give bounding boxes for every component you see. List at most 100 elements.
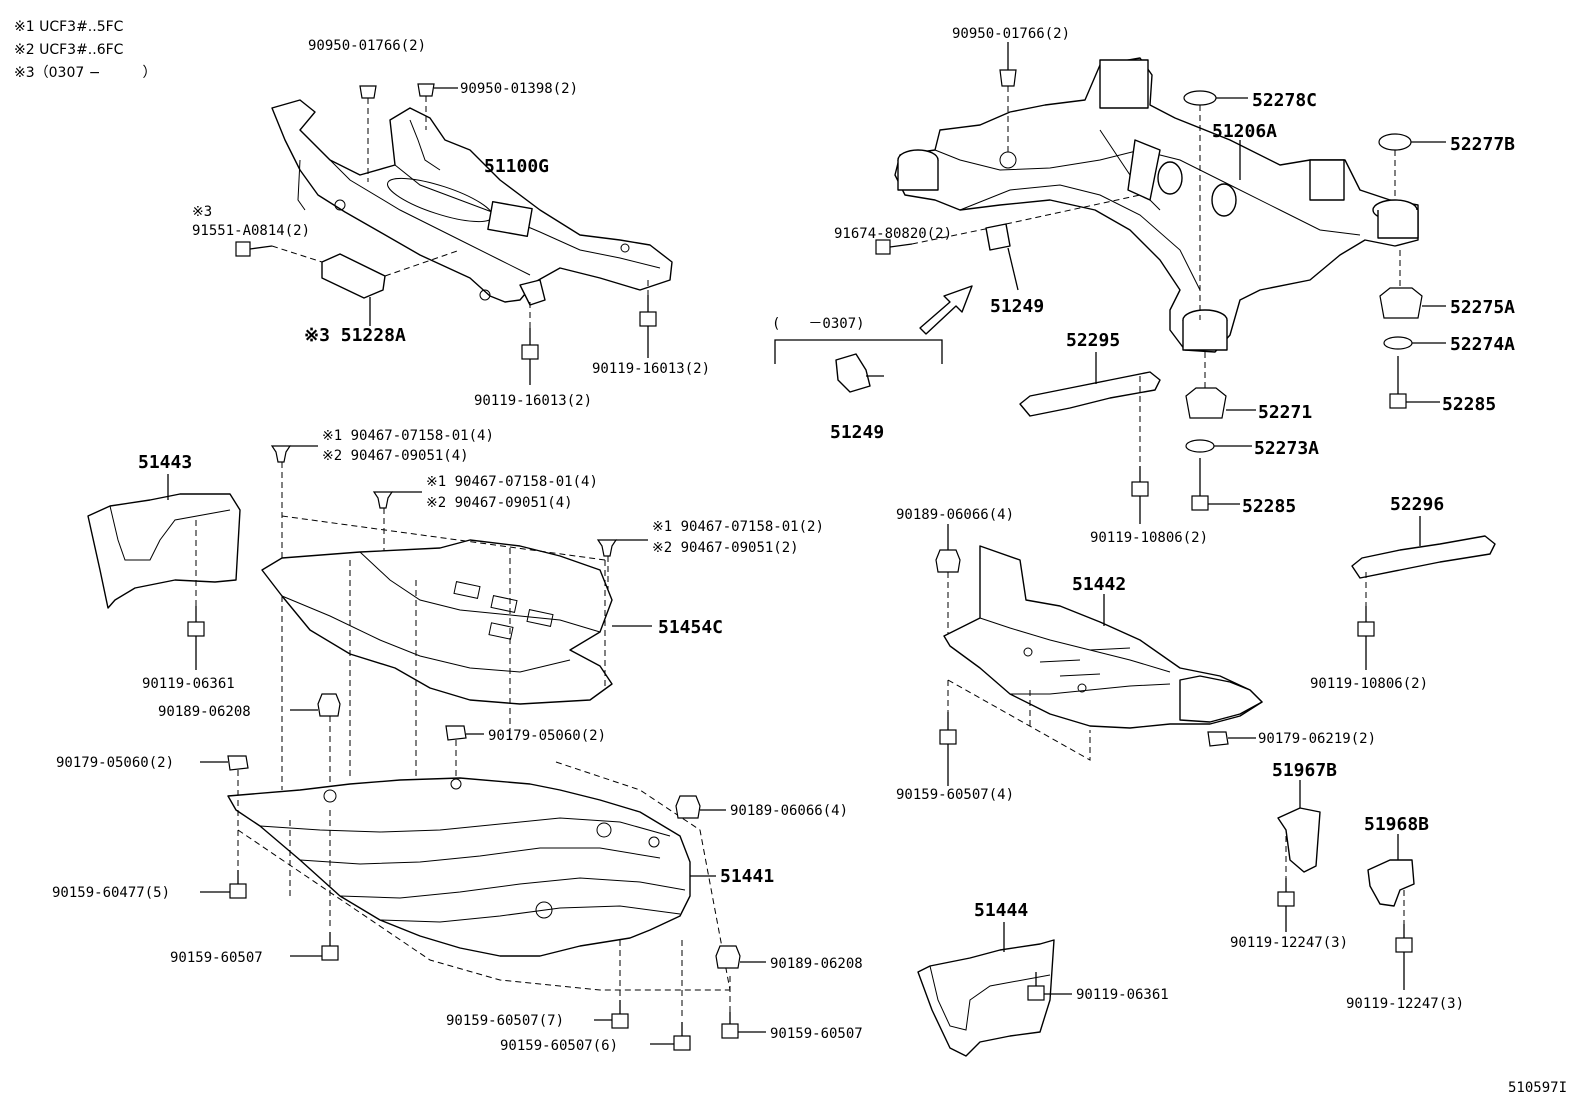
arm-52295[interactable] — [1019, 371, 1161, 417]
label-51967b: 51967B — [1272, 760, 1337, 781]
label-90119-16013-center: 90119-16013(2) — [474, 393, 592, 409]
label-90119-06361-right: 90119-06361 — [1076, 987, 1169, 1003]
label-clip2-c: ※2 90467-09051(2) — [652, 540, 799, 556]
label-clip2-b: ※2 90467-09051(4) — [426, 495, 573, 511]
dash-line — [555, 761, 731, 991]
label-51206a: 51206A — [1212, 121, 1277, 142]
label-51249-top: 51249 — [990, 296, 1044, 317]
label-51454c: 51454C — [658, 617, 723, 638]
note-3: ※3（0307 − ） — [14, 65, 156, 81]
label-51100g: 51100G — [484, 156, 549, 177]
range-bracket — [774, 339, 943, 364]
retainer-90189-06208-b[interactable] — [715, 945, 741, 969]
washer-52273a[interactable] — [1185, 439, 1215, 453]
leader — [1007, 247, 1019, 291]
label-90950-01766-rear: 90950-01766(2) — [952, 26, 1070, 42]
label-90159-60507-4: 90159-60507(4) — [896, 787, 1014, 803]
bolt-90159-60477[interactable] — [229, 870, 247, 899]
dash-line — [947, 679, 1091, 761]
clip-b[interactable] — [372, 491, 394, 509]
label-clip2-a: ※2 90467-09051(4) — [322, 448, 469, 464]
label-90119-16013-right: 90119-16013(2) — [592, 361, 710, 377]
plug-90950-01398[interactable] — [417, 83, 435, 97]
mount-52271[interactable] — [1185, 387, 1227, 419]
engine-under-cover-51441[interactable] — [227, 777, 691, 957]
bolt-90159-60507-7[interactable] — [611, 1000, 629, 1029]
bolt-52285-center[interactable] — [1191, 458, 1209, 511]
retainer-90189-06066-b[interactable] — [935, 549, 961, 573]
bracket-51249-top[interactable] — [985, 223, 1011, 251]
bolt-90119-12247-left[interactable] — [1277, 878, 1295, 907]
label-reference: 510597I — [1508, 1080, 1567, 1096]
bracket-51967b[interactable] — [1277, 807, 1321, 873]
bolt-90159-60507-6[interactable] — [673, 1022, 691, 1051]
label-90950-01398: 90950-01398(2) — [460, 81, 578, 97]
label-51444: 51444 — [974, 900, 1028, 921]
label-clip1-b: ※1 90467-07158-01(4) — [426, 474, 598, 490]
label-52285-center: 52285 — [1242, 496, 1296, 517]
bolt-90119-06361-right[interactable] — [1027, 972, 1045, 1001]
bracket-51968b[interactable] — [1367, 859, 1415, 907]
label-90179-06219: 90179-06219(2) — [1258, 731, 1376, 747]
label-90159-60507-b: 90159-60507 — [770, 1026, 863, 1042]
nut-90179-05060-a[interactable] — [445, 725, 467, 741]
label-clip1-c: ※1 90467-07158-01(2) — [652, 519, 824, 535]
bolt-90159-60507-4[interactable] — [939, 712, 957, 745]
dash-line — [237, 829, 730, 991]
label-90189-06066-b: 90189-06066(4) — [896, 507, 1014, 523]
mount-52275a[interactable] — [1379, 287, 1423, 319]
rear-suspension-member[interactable] — [894, 57, 1419, 353]
plug-90950-01766-front[interactable] — [359, 85, 377, 99]
label-52295: 52295 — [1066, 330, 1120, 351]
stopper-52278c[interactable] — [1183, 90, 1217, 106]
bolt-90159-60507-a[interactable] — [321, 932, 339, 961]
front-suspension-member[interactable] — [271, 99, 673, 306]
label-90189-06066-a: 90189-06066(4) — [730, 803, 848, 819]
label-51442: 51442 — [1072, 574, 1126, 595]
retainer-90189-06066-a[interactable] — [675, 795, 701, 819]
arm-52296[interactable] — [1351, 535, 1496, 579]
bolt-90119-10806-right[interactable] — [1357, 606, 1375, 637]
nut-90179-06219[interactable] — [1207, 731, 1229, 747]
label-52274a: 52274A — [1450, 334, 1515, 355]
clip-a[interactable] — [270, 445, 292, 463]
bolt-52285-right[interactable] — [1389, 356, 1407, 409]
clip-c[interactable] — [596, 539, 618, 557]
label-90159-60477: 90159-60477(5) — [52, 885, 170, 901]
label-90119-12247-left: 90119-12247(3) — [1230, 935, 1348, 951]
bracket-51249[interactable] — [835, 353, 871, 393]
plug-90950-01766-rear[interactable] — [999, 69, 1017, 87]
under-cover-51454c[interactable] — [261, 539, 613, 705]
label-90119-06361-left: 90119-06361 — [142, 676, 235, 692]
label-52275a: 52275A — [1450, 297, 1515, 318]
bolt-90119-16013-center[interactable] — [521, 328, 539, 360]
label-90119-10806-left: 90119-10806(2) — [1090, 530, 1208, 546]
dash-line — [271, 245, 323, 263]
bolt-90119-12247-right[interactable] — [1395, 924, 1413, 953]
bolt-91674-80820[interactable] — [875, 239, 913, 255]
arrow-indicator — [919, 285, 973, 335]
cover-51442[interactable] — [943, 545, 1263, 729]
bolt-91551-a0814[interactable] — [235, 241, 273, 257]
label-52271: 52271 — [1258, 402, 1312, 423]
label-90119-10806-right: 90119-10806(2) — [1310, 676, 1428, 692]
label-range: ( －0307) — [772, 316, 865, 332]
label-51443: 51443 — [138, 452, 192, 473]
label-51228a: ※3 51228A — [304, 325, 406, 346]
bolt-90119-06361-left[interactable] — [187, 606, 205, 637]
bolt-90119-10806-left[interactable] — [1131, 466, 1149, 497]
washer-52274a[interactable] — [1383, 336, 1413, 350]
label-90159-60507-6: 90159-60507(6) — [500, 1038, 618, 1054]
bolt-90159-60507-b[interactable] — [721, 1012, 739, 1039]
stopper-52277b[interactable] — [1378, 133, 1412, 151]
bracket-51228a[interactable] — [321, 253, 386, 299]
retainer-90189-06208-a[interactable] — [317, 693, 341, 717]
label-90950-01766-front: 90950-01766(2) — [308, 38, 426, 54]
label-90159-60507-7: 90159-60507(7) — [446, 1013, 564, 1029]
label-51441: 51441 — [720, 866, 774, 887]
bolt-90119-16013-right[interactable] — [639, 295, 657, 327]
label-52277b: 52277B — [1450, 134, 1515, 155]
cover-51443[interactable] — [87, 493, 241, 609]
label-52285-right: 52285 — [1442, 394, 1496, 415]
nut-90179-05060-b[interactable] — [227, 755, 249, 771]
